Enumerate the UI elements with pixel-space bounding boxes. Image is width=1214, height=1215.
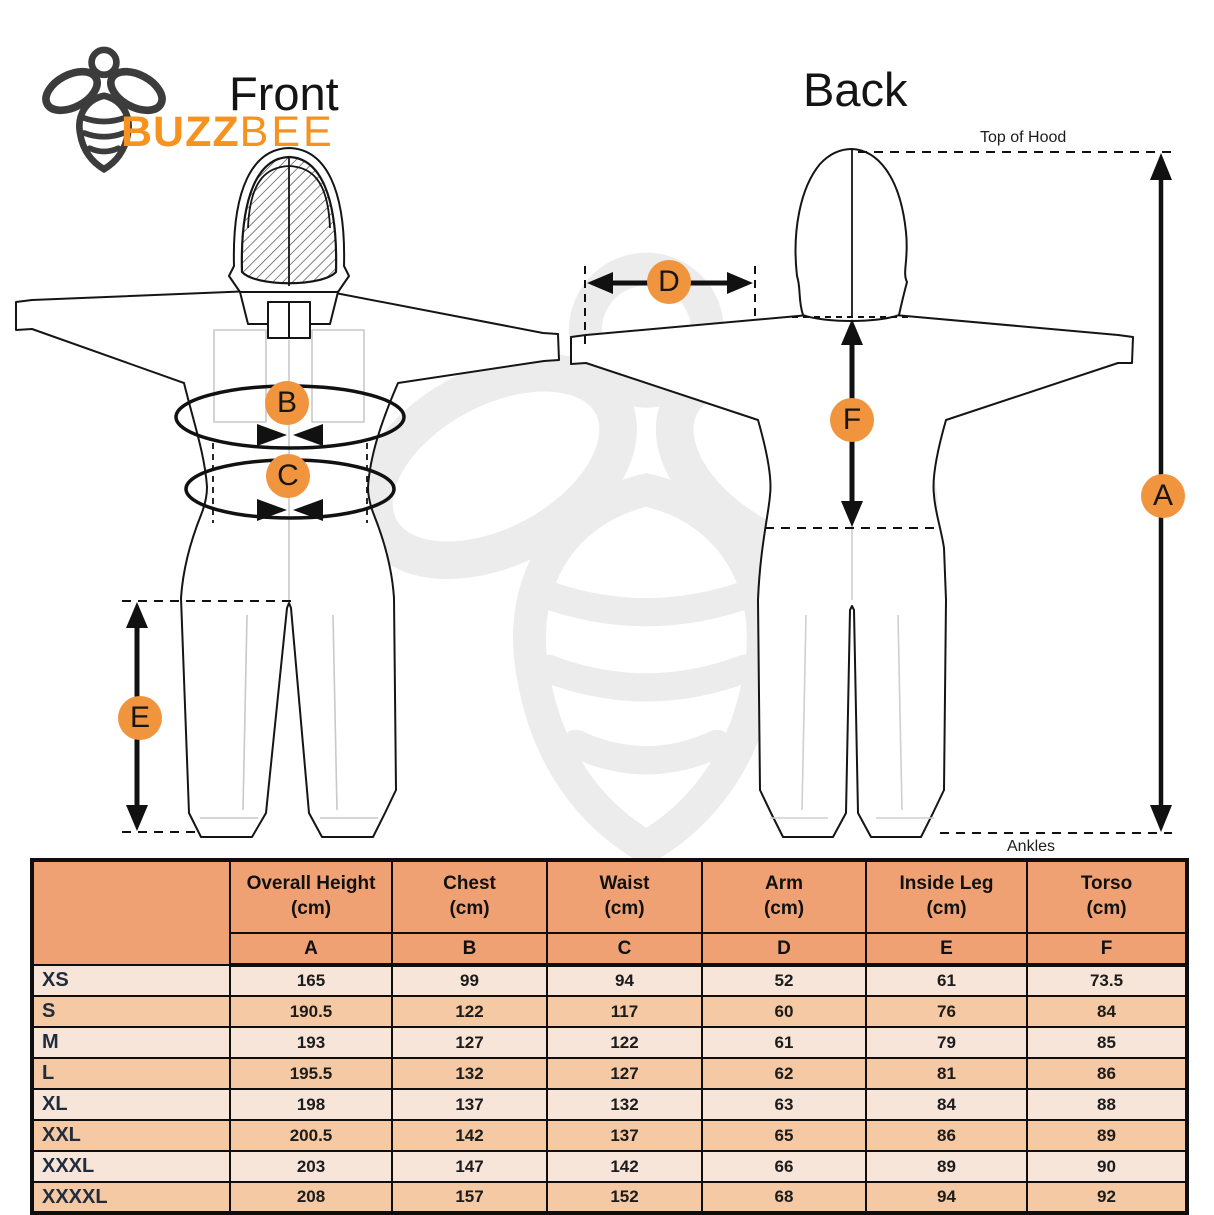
- col-header-arm: Arm(cm): [701, 859, 867, 934]
- value-cell: 85: [1026, 1026, 1188, 1059]
- value-cell: 89: [1026, 1119, 1188, 1152]
- value-cell: 142: [391, 1119, 548, 1152]
- value-cell: 132: [391, 1057, 548, 1090]
- value-cell: 208: [229, 1181, 393, 1214]
- bee-logo-icon: [42, 46, 166, 174]
- col-letter-e: E: [865, 932, 1028, 967]
- value-cell: 62: [701, 1057, 867, 1090]
- value-cell: 66: [701, 1150, 867, 1183]
- size-cell: L: [31, 1057, 231, 1090]
- ankles-label: Ankles: [1007, 838, 1056, 855]
- value-cell: 94: [546, 964, 703, 997]
- size-table: Overall Height(cm) Chest(cm) Waist(cm) A…: [30, 858, 1189, 1215]
- value-cell: 137: [546, 1119, 703, 1152]
- value-cell: 89: [865, 1150, 1028, 1183]
- col-header-overall-height: Overall Height(cm): [229, 859, 393, 934]
- back-suit-figure: [570, 148, 1134, 838]
- value-cell: 117: [546, 995, 703, 1028]
- value-cell: 68: [701, 1181, 867, 1214]
- col-header-waist: Waist(cm): [546, 859, 703, 934]
- value-cell: 198: [229, 1088, 393, 1121]
- value-cell: 61: [701, 1026, 867, 1059]
- value-cell: 60: [701, 995, 867, 1028]
- value-cell: 88: [1026, 1088, 1188, 1121]
- value-cell: 127: [546, 1057, 703, 1090]
- value-cell: 90: [1026, 1150, 1188, 1183]
- value-cell: 61: [865, 964, 1028, 997]
- value-cell: 84: [1026, 995, 1188, 1028]
- col-letter-d: D: [701, 932, 867, 967]
- size-cell: XXL: [31, 1119, 231, 1152]
- col-letter-a: A: [229, 932, 393, 967]
- size-cell: XS: [31, 964, 231, 997]
- value-cell: 86: [865, 1119, 1028, 1152]
- col-header-chest: Chest(cm): [391, 859, 548, 934]
- value-cell: 92: [1026, 1181, 1188, 1214]
- value-cell: 52: [701, 964, 867, 997]
- marker-c: C: [266, 454, 310, 498]
- value-cell: 84: [865, 1088, 1028, 1121]
- value-cell: 99: [391, 964, 548, 997]
- value-cell: 94: [865, 1181, 1028, 1214]
- value-cell: 142: [546, 1150, 703, 1183]
- marker-e: E: [118, 696, 162, 740]
- size-cell: XXXL: [31, 1150, 231, 1183]
- value-cell: 200.5: [229, 1119, 393, 1152]
- col-header-inside-leg: Inside Leg(cm): [865, 859, 1028, 934]
- value-cell: 152: [546, 1181, 703, 1214]
- size-cell: M: [31, 1026, 231, 1059]
- value-cell: 79: [865, 1026, 1028, 1059]
- value-cell: 190.5: [229, 995, 393, 1028]
- size-cell: XXXXL: [31, 1181, 231, 1214]
- measurement-diagram: [15, 147, 1172, 858]
- value-cell: 63: [701, 1088, 867, 1121]
- size-cell: XL: [31, 1088, 231, 1121]
- value-cell: 76: [865, 995, 1028, 1028]
- value-cell: 65: [701, 1119, 867, 1152]
- corner-cell: [31, 859, 231, 966]
- top-of-hood-label: Top of Hood: [980, 129, 1067, 146]
- marker-b: B: [265, 381, 309, 425]
- value-cell: 147: [391, 1150, 548, 1183]
- value-cell: 127: [391, 1026, 548, 1059]
- col-header-torso: Torso(cm): [1026, 859, 1188, 934]
- value-cell: 122: [546, 1026, 703, 1059]
- front-suit-body: [15, 290, 560, 838]
- size-cell: S: [31, 995, 231, 1028]
- marker-a: A: [1141, 474, 1185, 518]
- value-cell: 157: [391, 1181, 548, 1214]
- marker-f: F: [830, 398, 874, 442]
- brand-buzz: BUZZ: [121, 108, 240, 156]
- annotations: [122, 151, 1172, 834]
- value-cell: 193: [229, 1026, 393, 1059]
- value-cell: 122: [391, 995, 548, 1028]
- value-cell: 165: [229, 964, 393, 997]
- value-cell: 203: [229, 1150, 393, 1183]
- value-cell: 137: [391, 1088, 548, 1121]
- col-letter-f: F: [1026, 932, 1188, 967]
- col-letter-b: B: [391, 932, 548, 967]
- col-letter-c: C: [546, 932, 703, 967]
- value-cell: 132: [546, 1088, 703, 1121]
- front-suit-figure: [15, 147, 560, 838]
- marker-d: D: [647, 260, 691, 304]
- value-cell: 81: [865, 1057, 1028, 1090]
- front-view-title: Front: [229, 67, 339, 120]
- value-cell: 73.5: [1026, 964, 1188, 997]
- value-cell: 195.5: [229, 1057, 393, 1090]
- value-cell: 86: [1026, 1057, 1188, 1090]
- back-view-title: Back: [803, 63, 908, 116]
